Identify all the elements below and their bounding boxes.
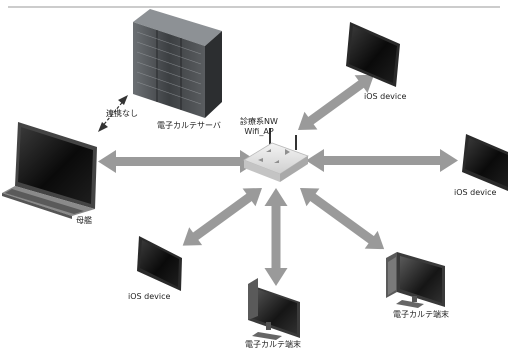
hub-label: 診療系NW Wifi_AP xyxy=(238,117,280,137)
ios-device-right-icon xyxy=(462,134,508,191)
hub-label-line1: 診療系NW xyxy=(240,117,278,126)
arrow-hub-ios-right xyxy=(306,149,458,172)
ios-left-label: iOS device xyxy=(128,292,171,301)
arrow-hub-ios-left xyxy=(182,188,262,246)
terminal-right-icon xyxy=(386,252,445,308)
ios-device-left-icon xyxy=(137,236,182,291)
ios-top-label: iOS device xyxy=(364,92,407,101)
arrow-hub-terminal-right xyxy=(300,188,385,250)
server-rack-icon xyxy=(133,9,222,118)
laptop-label: 母艦 xyxy=(76,216,92,225)
terminal-right-label: 電子カルテ端末 xyxy=(393,310,449,319)
ios-device-top-icon xyxy=(346,22,400,87)
wifi-ap-icon xyxy=(243,128,309,182)
terminal-bottom-label: 電子カルテ端末 xyxy=(245,340,301,349)
terminal-bottom-icon xyxy=(248,278,300,340)
dashed-link-server-laptop xyxy=(98,95,128,132)
server-label: 電子カルテサーバ xyxy=(157,121,221,130)
arrow-hub-laptop xyxy=(98,150,258,173)
connection-arrows xyxy=(98,74,458,286)
ios-right-label: iOS device xyxy=(454,188,497,197)
laptop-icon xyxy=(2,122,97,219)
no-link-label: 連携なし xyxy=(106,109,138,118)
arrow-hub-ios-top xyxy=(298,74,375,130)
hub-label-line2: Wifi_AP xyxy=(244,127,274,136)
arrow-hub-terminal-bottom xyxy=(264,188,288,286)
